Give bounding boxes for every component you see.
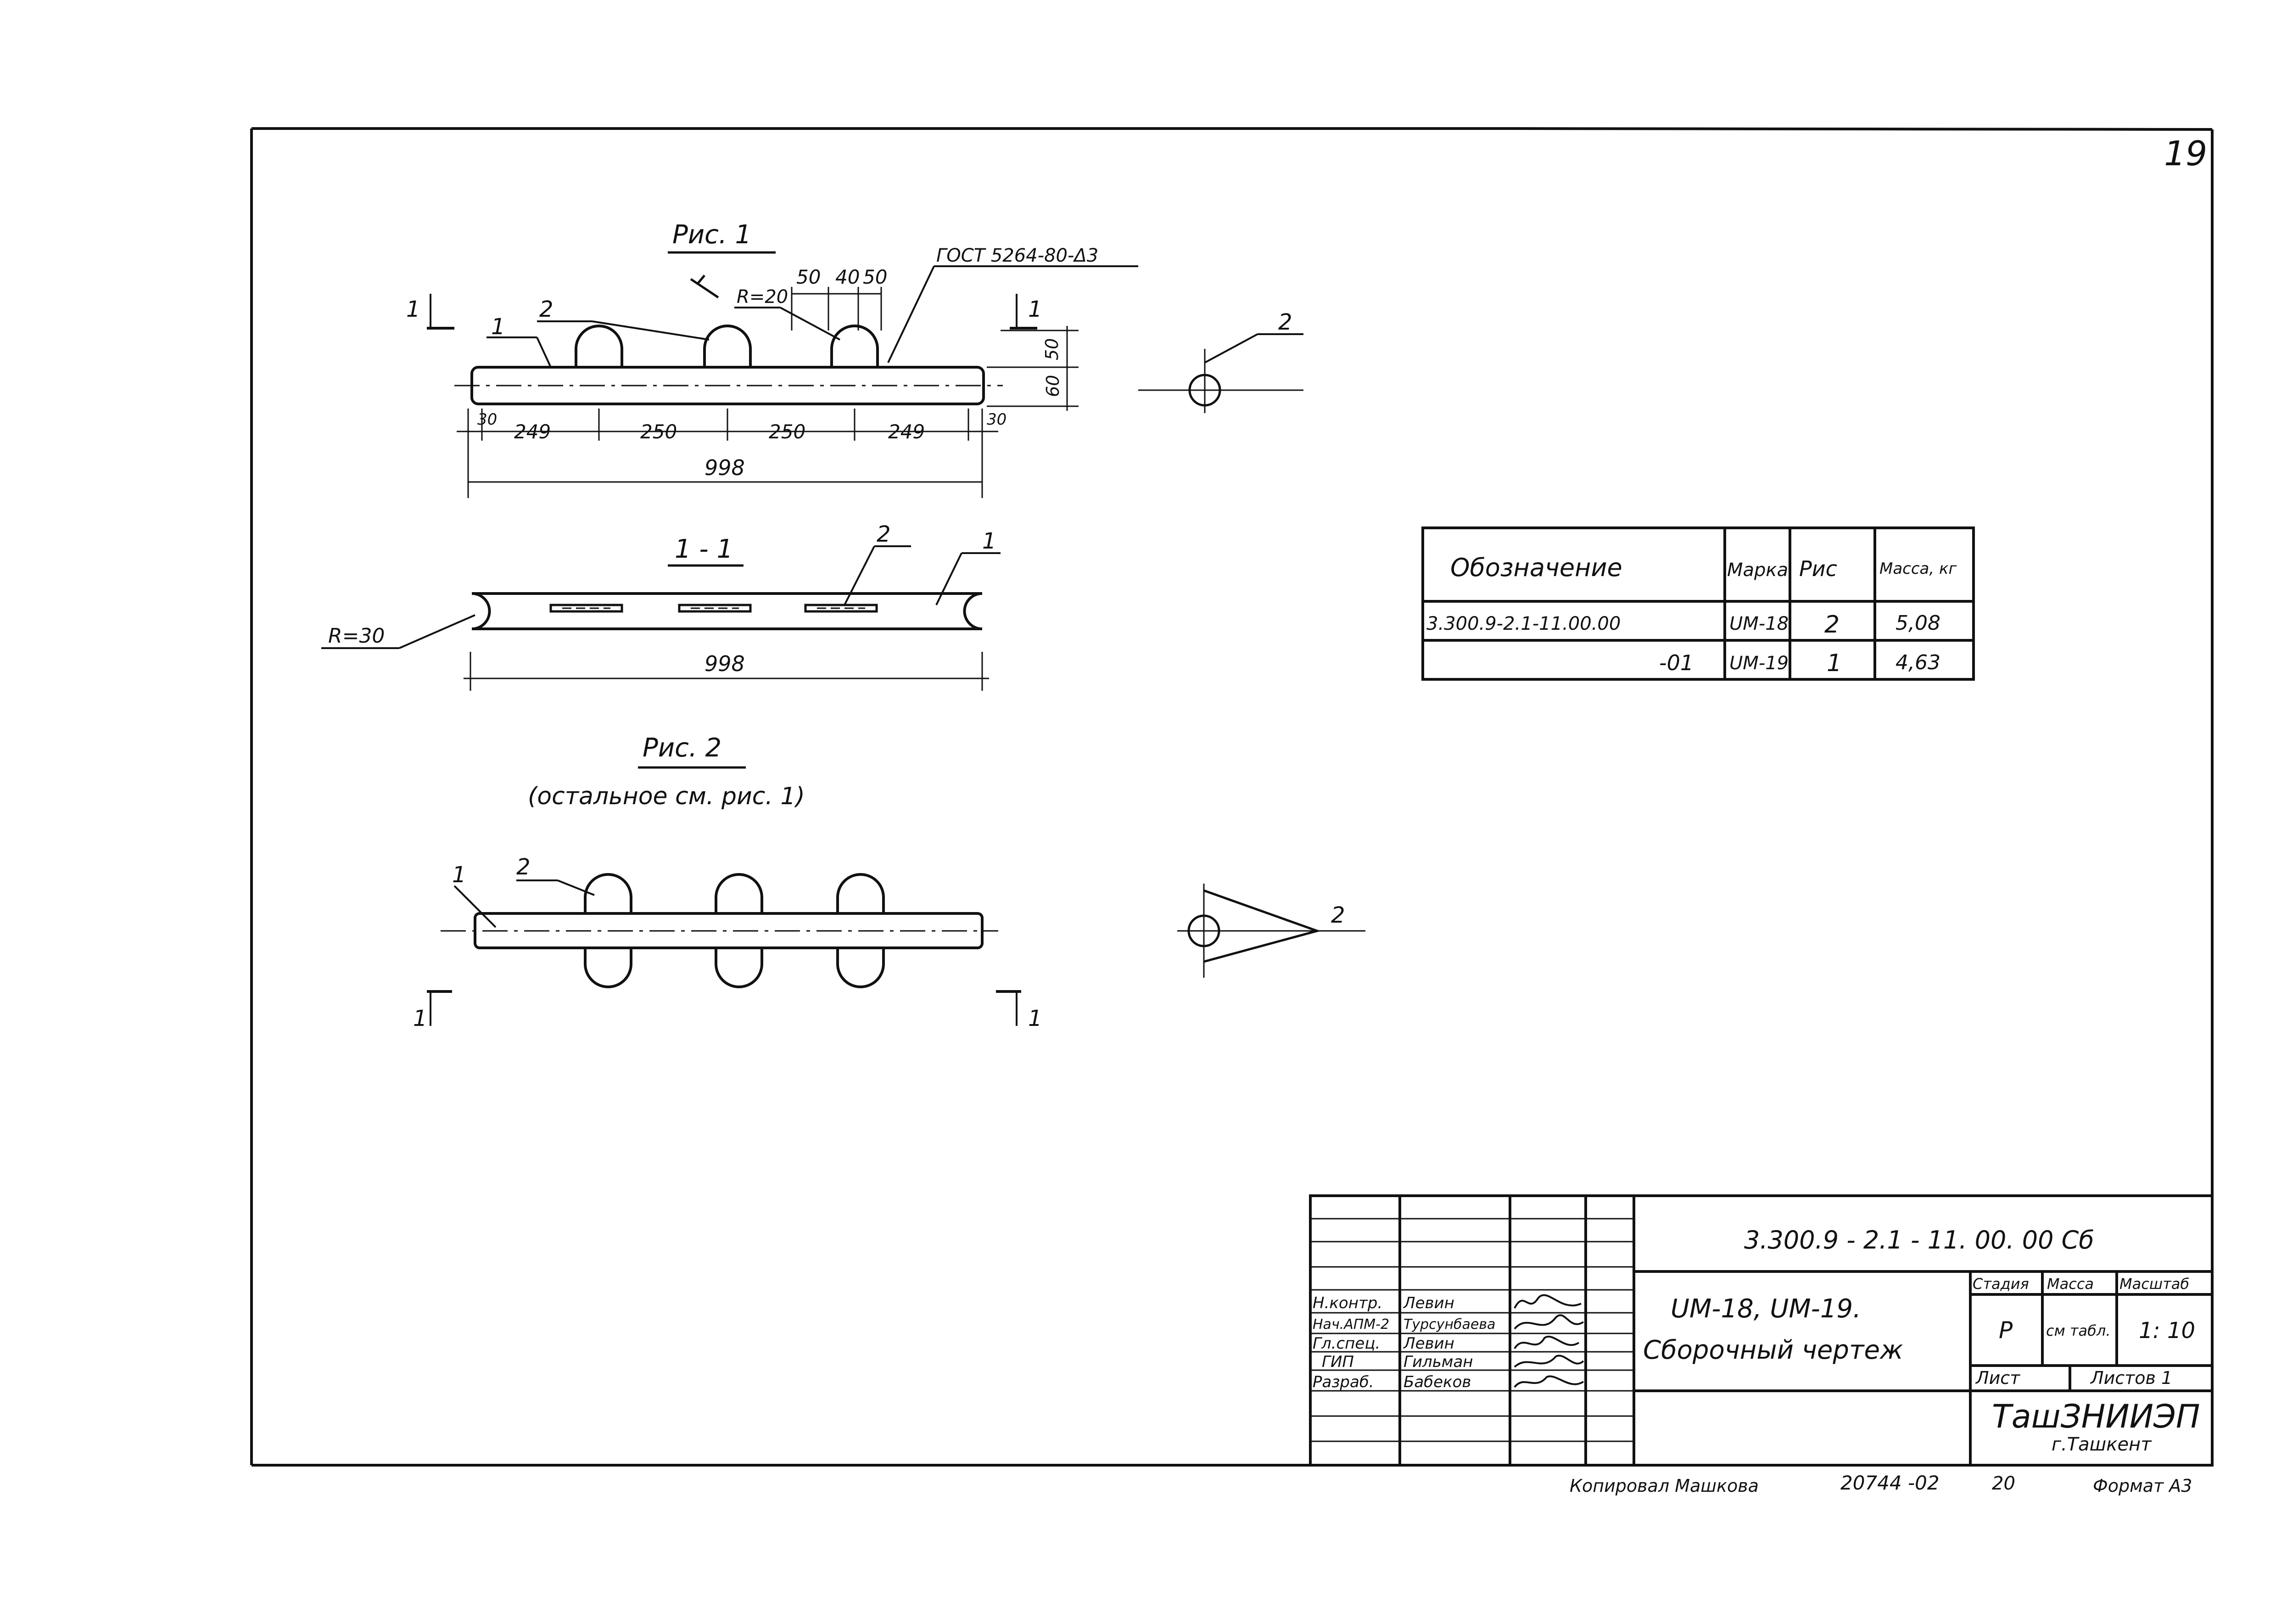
- sheet-format: Формат А3: [2093, 1476, 2192, 1496]
- fig2-loops: [567, 873, 902, 988]
- fig1-position-1: 1: [491, 314, 505, 340]
- title-block: 3.300.9 - 2.1 - 11. 00. 00 Сб UM-18, UM-…: [1309, 1194, 2214, 1467]
- spec-row-2-mass: 4,63: [1896, 651, 1940, 674]
- fig1-span-dim-4: 249: [888, 420, 925, 443]
- sign-name-3: Левин: [1403, 1334, 1454, 1353]
- sheet-label: Лист: [1975, 1368, 2021, 1388]
- fig1-loop-dim-2: 40: [835, 266, 860, 288]
- fig1-loop-dim-1: 50: [796, 266, 821, 288]
- spec-table: Обозначение Марка Рис Масса, кг 3.300.9-…: [1421, 526, 1975, 681]
- fig2-cut-label-left: 1: [413, 1006, 427, 1031]
- fig1-leaders: [486, 265, 1138, 368]
- spec-row-2-figure: 1: [1827, 650, 1842, 677]
- side-view-bottom-position: 2: [1331, 902, 1345, 928]
- fig2-leaders: [453, 879, 595, 928]
- spec-row-1-figure: 2: [1824, 611, 1840, 638]
- sign-name-5: Бабеков: [1404, 1373, 1471, 1391]
- fig1-overall-length: 998: [705, 455, 745, 480]
- figure-2-subtitle: (остальное см. рис. 1): [528, 783, 805, 810]
- organization-city: г.Ташкент: [2052, 1434, 2152, 1455]
- sheets-label: Листов 1: [2090, 1368, 2172, 1388]
- doc-code: 3.300.9 - 2.1 - 11. 00. 00 Сб: [1744, 1226, 2094, 1254]
- spec-header-figure: Рис: [1799, 556, 1837, 581]
- fig1-span-dim-1: 249: [514, 420, 551, 443]
- sign-name-1: Левин: [1403, 1294, 1454, 1312]
- figure-1-title: Рис. 1: [672, 220, 751, 250]
- section-length-dim: [464, 652, 989, 691]
- fig1-loops: [562, 325, 891, 369]
- sign-name-4: Гильман: [1404, 1353, 1473, 1371]
- sign-role-4: ГИП: [1322, 1353, 1354, 1371]
- sign-name-2: Турсунбаева: [1404, 1316, 1495, 1333]
- figure-2-title: Рис. 2: [643, 733, 721, 763]
- scale-label: Масштаб: [2119, 1275, 2189, 1293]
- fig1-height-dims: [987, 326, 1079, 411]
- handwritten-signatures: [1514, 1294, 1584, 1388]
- section-loops: [549, 604, 878, 613]
- section-radius-end: R=30: [328, 624, 385, 648]
- page-number: 19: [2164, 134, 2207, 174]
- fig1-cut-label-right: 1: [1028, 297, 1042, 322]
- mass-value: см табл.: [2046, 1322, 2111, 1339]
- weld-arrow-icon: [690, 274, 719, 299]
- section-position-2: 2: [877, 521, 891, 547]
- fig2-cut-markers: [427, 990, 1021, 1026]
- fig1-loop-dim-3: 50: [863, 266, 887, 288]
- side-view-top: [1138, 333, 1303, 413]
- fig2-position-1: 1: [452, 862, 466, 888]
- fig1-loop-dims: [791, 287, 882, 330]
- section-overall-length: 998: [705, 651, 745, 676]
- copy-number: 20: [1992, 1473, 2015, 1494]
- spec-header-mass: Масса, кг: [1879, 560, 1957, 578]
- fig1-offset-dim-right: 30: [987, 410, 1007, 429]
- organization: ТашЗНИИЭП: [1992, 1398, 2200, 1435]
- fig2-position-2: 2: [516, 854, 531, 880]
- fig1-bar: [454, 366, 1003, 405]
- fig2-bar: [441, 912, 998, 949]
- spec-header-designation: Обозначение: [1450, 553, 1622, 582]
- sign-role-5: Разраб.: [1313, 1373, 1374, 1391]
- fig1-weld-note: ГОСТ 5264-80-Δ3: [936, 245, 1098, 266]
- spec-row-1-mark: UM-18: [1729, 613, 1789, 634]
- spec-row-2-designation: -01: [1659, 650, 1694, 675]
- section-bar: [471, 592, 983, 630]
- fig2-cut-label-right: 1: [1028, 1006, 1042, 1031]
- side-view-bottom: [1177, 884, 1365, 978]
- product-name: UM-18, UM-19.: [1671, 1294, 1861, 1324]
- fig1-radius-loop: R=20: [737, 286, 788, 308]
- fig1-span-dims: [457, 409, 998, 498]
- fig1-height-dim-2: 60: [1043, 375, 1063, 397]
- spec-row-1-designation: 3.300.9-2.1-11.00.00: [1426, 613, 1621, 634]
- sign-role-3: Гл.спец.: [1313, 1334, 1380, 1353]
- sign-role-2: Нач.АПМ-2: [1313, 1316, 1389, 1333]
- spec-header-mark: Марка: [1727, 560, 1788, 581]
- side-view-top-position: 2: [1278, 309, 1292, 335]
- figure-1: Рис. 1 1 2 R=20 ГОСТ 5264-80-Δ3: [406, 220, 1138, 498]
- fig1-cut-markers: [427, 294, 1037, 330]
- section-leaders: [321, 545, 1001, 649]
- stage-value: Р: [1999, 1317, 2013, 1344]
- fig1-position-2: 2: [539, 297, 554, 322]
- doc-type: Сборочный чертеж: [1643, 1335, 1903, 1365]
- section-position-1: 1: [982, 528, 996, 554]
- fig1-span-dim-3: 250: [769, 420, 805, 443]
- section-1-1: 1 - 1 2 1 R=30 998: [321, 521, 1001, 691]
- stage-label: Стадия: [1973, 1275, 2029, 1293]
- figure-2: Рис. 2 (остальное см. рис. 1) 1 2 1: [413, 733, 1042, 1031]
- spec-row-2-mark: UM-19: [1729, 653, 1789, 674]
- fig1-height-dim-1: 50: [1042, 338, 1062, 360]
- section-title: 1 - 1: [675, 534, 733, 564]
- fig1-cut-label-left: 1: [406, 297, 420, 322]
- mass-label: Масса: [2047, 1275, 2094, 1293]
- fig1-offset-dim-left: 30: [477, 410, 497, 429]
- order-number: 20744 -02: [1840, 1472, 1940, 1494]
- scale-value: 1: 10: [2139, 1318, 2195, 1344]
- fig1-span-dim-2: 250: [640, 420, 677, 443]
- copied-by: Копировал Машкова: [1570, 1476, 1759, 1496]
- spec-row-1-mass: 5,08: [1896, 611, 1940, 635]
- sign-role-1: Н.контр.: [1313, 1294, 1382, 1312]
